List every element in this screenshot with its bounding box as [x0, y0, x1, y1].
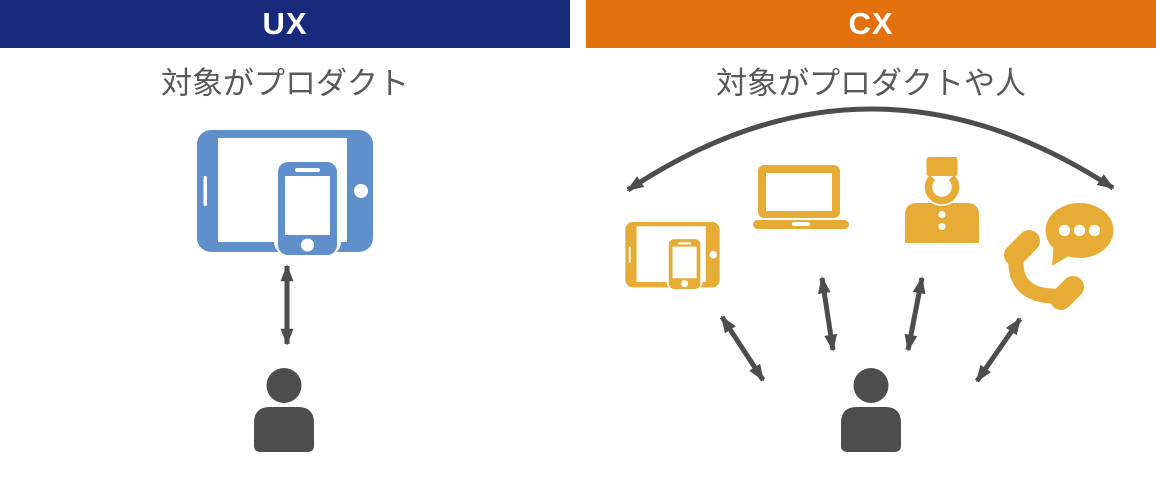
cx-subtitle: 対象がプロダクトや人	[716, 65, 1026, 101]
tablet-phone-icon	[197, 130, 373, 255]
arc-arrow	[626, 106, 1115, 193]
double-arrow-laptop	[817, 276, 838, 352]
double-arrow-ux	[280, 264, 294, 346]
ux-subtitle: 対象がプロダクト	[161, 65, 409, 101]
double-arrow-phone	[974, 317, 1023, 383]
person-icon-cx	[841, 368, 901, 452]
tablet-phone-icon	[625, 222, 720, 289]
cx-header: CX	[586, 0, 1156, 48]
phone-chat-icon	[1004, 203, 1114, 310]
ux-title: UX	[262, 6, 308, 41]
concierge-icon	[905, 157, 979, 243]
ux-header: UX	[0, 0, 570, 48]
double-arrow-concierge	[904, 276, 926, 352]
laptop-icon	[753, 165, 849, 229]
person-icon-ux	[254, 368, 314, 452]
double-arrow-tablet	[719, 315, 766, 382]
cx-title: CX	[848, 6, 894, 41]
